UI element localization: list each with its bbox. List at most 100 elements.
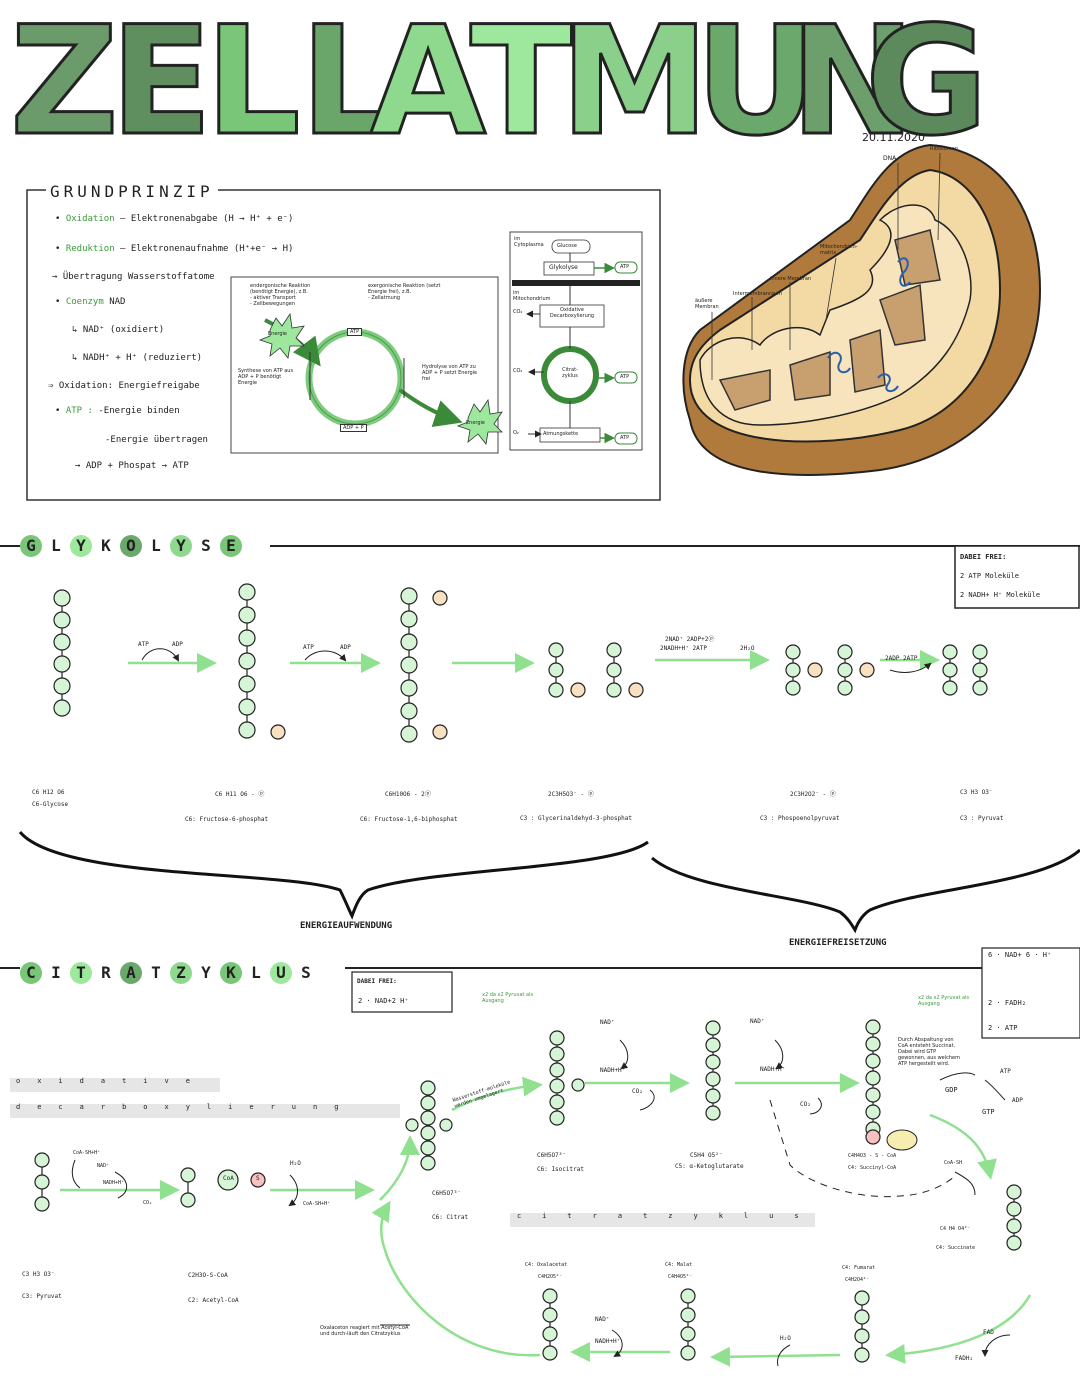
co2-out-1: CO₂	[143, 1200, 153, 1206]
carbon-atom	[34, 1196, 50, 1212]
carbon-atom	[680, 1288, 696, 1304]
glucose-node: Glucose	[557, 243, 577, 249]
nad-in-4: NAD⁺	[595, 1316, 610, 1323]
adp-label: ADP	[1012, 1097, 1023, 1104]
carbon-atom	[238, 698, 256, 716]
citratzyklus-node: Citrat-zyklus	[562, 367, 578, 379]
carbon-atom	[53, 677, 71, 695]
line-oxidation: • Oxidation — Elektronenabgabe (H → H⁺ +…	[55, 214, 294, 224]
carbon-atom	[865, 1036, 881, 1052]
oxalacetat-formula: C4H2O5²⁻	[538, 1274, 563, 1280]
carbon-atom	[549, 1078, 565, 1094]
g3p-formula: 2C3H5O3⁻ - ⓟ	[548, 791, 594, 798]
carbon-atom	[420, 1140, 436, 1156]
carbon-atom	[854, 1290, 870, 1306]
carbon-atom	[854, 1347, 870, 1363]
c-pyruvat-formula: C3 H3 O3⁻	[22, 1271, 55, 1278]
coa-sh-out: CoA-SH+H⁺	[303, 1201, 331, 1207]
carbon-atom	[705, 1105, 721, 1121]
carbon-atom	[705, 1088, 721, 1104]
line-atp: • ATP : -Energie binden	[55, 406, 180, 416]
carbon-atom	[542, 1345, 558, 1361]
carbon-atom	[542, 1288, 558, 1304]
carbon-atom	[238, 606, 256, 624]
atom	[432, 724, 448, 740]
coa-sh-in: CoA-SH+H⁺	[73, 1150, 101, 1156]
nadh-out: 2NADH+H⁺ 2ATP	[660, 645, 707, 652]
f6p-formula: C6 H11 O6 - ⓟ	[215, 791, 265, 798]
title-letter-badge: U	[270, 962, 292, 984]
carbon-atom	[854, 1328, 870, 1344]
pyruvat-name: C3 : Pyruvat	[960, 815, 1004, 822]
carbon-atom	[680, 1307, 696, 1323]
carbon-atom	[400, 702, 418, 720]
citratzyklus-band	[510, 1213, 815, 1227]
cytoplasma-label: im Cytoplasma	[514, 236, 544, 248]
citrat-free-box-right	[981, 947, 1080, 1039]
line-reduktion: • Reduktion — Elektronenaufnahme (H⁺+e⁻ …	[55, 244, 294, 254]
citrat-free-nad: 2 · NAD+2 H⁺	[358, 997, 409, 1005]
fad-label: FAD	[983, 1329, 994, 1336]
carbon-atom	[53, 611, 71, 629]
ribosomen-label: Ribosomen	[930, 146, 958, 152]
h2o-in-2: H₂O	[780, 1335, 791, 1342]
carbon-atom	[180, 1167, 196, 1183]
carbon-atom	[837, 662, 853, 678]
atmungskette-node: Atmungskette	[543, 431, 579, 437]
matrix-label: Mitochondrien-matrix	[820, 244, 858, 256]
succinate-formula: C4 H4 O4²⁻	[940, 1226, 971, 1232]
carbon-atom	[542, 1307, 558, 1323]
gtp-note: Durch Abspaltung von CoA entsteht Succin…	[898, 1037, 961, 1067]
citrat-free-box	[351, 971, 453, 1013]
title-letter: N	[790, 0, 916, 169]
nadh-out-2: NADH+H⁺	[600, 1067, 626, 1074]
citratzyklus-word: citratzyklus	[517, 1212, 820, 1220]
atom	[217, 1169, 239, 1191]
line-coenzym: • Coenzym NAD	[55, 297, 126, 307]
adp-out-2: ADP	[340, 644, 351, 651]
decarboxylierung-band	[10, 1104, 400, 1118]
oxdec-node: Oxidative Decarboxylierung	[549, 307, 595, 319]
title-letter-badge: Y	[70, 535, 92, 557]
title-letter: L	[300, 0, 396, 169]
atp-node-3: ATP	[620, 435, 630, 441]
atp-label: ATP	[1000, 1068, 1011, 1075]
title-letter: G	[865, 0, 988, 169]
glucose-name: C6-Glycose	[32, 801, 69, 808]
carbon-atom	[1006, 1218, 1022, 1234]
carbon-atom	[705, 1071, 721, 1087]
g3p-name: C3 : Glycerinaldehyd-3-phosphat	[520, 815, 632, 822]
h2o-out: 2H₂O	[740, 645, 755, 652]
line-energiefreigabe: ⇒ Oxidation: Energiefreigabe	[48, 381, 200, 391]
energiefreisetzung-label: ENERGIEFREISETZUNG	[789, 938, 887, 948]
carbon-atom	[420, 1080, 436, 1096]
title-letter-badge: G	[20, 535, 42, 557]
gdp-label: GDP	[945, 1086, 958, 1094]
carbon-atom	[680, 1326, 696, 1342]
malat-name: C4: Malat	[665, 1262, 693, 1268]
oxalacetat-name: C4: Oxalacetat	[525, 1262, 568, 1268]
carbon-atom	[34, 1174, 50, 1190]
carbon-atom	[400, 656, 418, 674]
carbon-atom	[865, 1053, 881, 1069]
energie-left: Energie	[268, 331, 288, 337]
overview-diagram	[509, 231, 643, 451]
atom	[859, 662, 875, 678]
energy-burst-icon	[258, 312, 305, 359]
glykolyse-free-title: DABEI FREI:	[960, 553, 1007, 561]
pep-name: C3 : Phospoenolpyruvat	[760, 815, 840, 822]
atom	[405, 1118, 419, 1132]
carbon-atom	[548, 642, 564, 658]
carbon-atom	[606, 662, 622, 678]
carbon-atom	[53, 655, 71, 673]
carbon-atom	[34, 1152, 50, 1168]
title-letter-badge: I	[45, 962, 67, 984]
brace-energiefreisetzung	[651, 848, 1080, 934]
title-letter: A	[370, 0, 486, 169]
akg-formula: C5H4 O5²⁻	[690, 1152, 723, 1159]
carbon-atom	[400, 633, 418, 651]
citrat-free-right-atp: 2 · ATP	[988, 1024, 1018, 1032]
